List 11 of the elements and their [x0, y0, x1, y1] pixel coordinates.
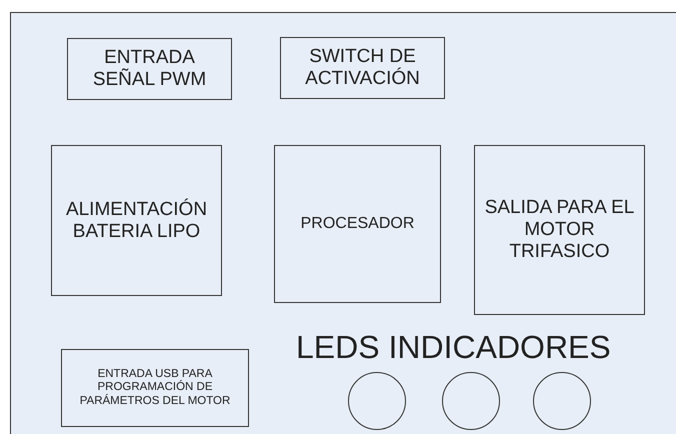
led-circle	[533, 372, 591, 430]
component-box: ENTRADA SEÑAL PWM	[67, 38, 232, 100]
component-box: PROCESADOR	[274, 145, 441, 303]
component-box: ALIMENTACIÓN BATERIA LIPO	[51, 145, 222, 296]
led-circle	[442, 372, 500, 430]
section-heading: LEDS INDICADORES	[296, 329, 611, 366]
led-circle	[348, 372, 406, 430]
component-box: ENTRADA USB PARA PROGRAMACIÓN DE PARÁMETROS DEL MOTOR	[61, 349, 249, 427]
component-box: SALIDA PARA EL MOTOR TRIFASICO	[474, 145, 645, 315]
panel-background	[10, 12, 676, 434]
component-box: SWITCH DE ACTIVACIÓN	[280, 37, 445, 99]
